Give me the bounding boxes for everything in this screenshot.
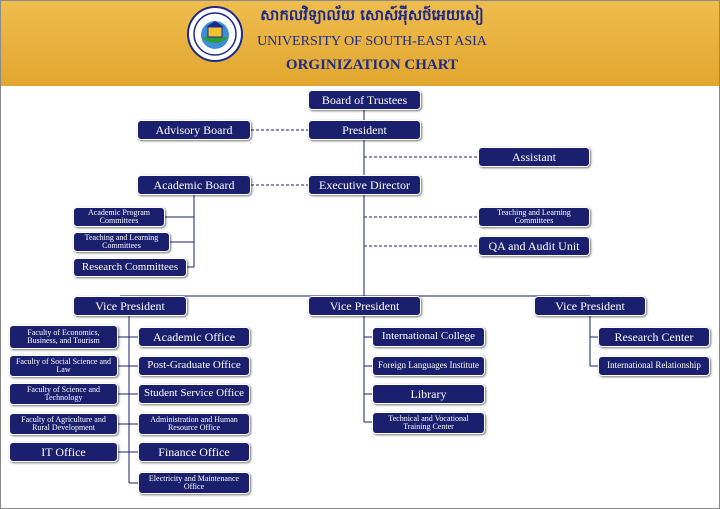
- node-executive-director: Executive Director: [308, 175, 421, 195]
- node-faculty-economics: Faculty of Economics, Business, and Tour…: [9, 325, 118, 349]
- chart-title: ORGINIZATION CHART: [285, 57, 459, 73]
- node-technical-vocational-center: Technical and Vocational Training Center: [372, 412, 485, 434]
- header-banner: [1, 1, 719, 86]
- node-electricity-maintenance-office: Electricity and Maintenance Office: [138, 472, 250, 494]
- node-faculty-social-science: Faculty of Social Science and Law: [9, 355, 118, 377]
- node-faculty-agriculture: Faculty of Agriculture and Rural Develop…: [9, 413, 118, 435]
- node-assistant: Assistant: [478, 147, 590, 167]
- university-name: UNIVERSITY OF SOUTH-EAST ASIA: [257, 34, 487, 49]
- node-international-relationship: International Relationship: [598, 356, 710, 376]
- node-vice-president-left: Vice President: [73, 296, 187, 316]
- node-research-center: Research Center: [598, 327, 710, 347]
- node-president: President: [308, 120, 421, 140]
- node-post-graduate-office: Post-Graduate Office: [138, 356, 250, 376]
- node-finance-office: Finance Office: [138, 442, 250, 462]
- node-international-college: International College: [372, 327, 485, 347]
- node-academic-office: Academic Office: [138, 327, 250, 347]
- node-qa-audit-unit: QA and Audit Unit: [478, 236, 590, 256]
- node-admin-hr-office: Administration and Human Resource Office: [138, 413, 250, 435]
- node-vice-president-right: Vice President: [534, 296, 646, 316]
- node-library: Library: [372, 384, 485, 404]
- node-foreign-languages-institute: Foreign Languages Institute: [372, 356, 485, 376]
- node-faculty-science-technology: Faculty of Science and Technology: [9, 383, 118, 405]
- university-logo: [187, 6, 243, 62]
- node-academic-board: Academic Board: [137, 175, 251, 195]
- node-advisory-board: Advisory Board: [137, 120, 251, 140]
- node-vice-president-center: Vice President: [308, 296, 421, 316]
- node-it-office: IT Office: [9, 442, 118, 462]
- node-student-service-office: Student Service Office: [138, 384, 250, 404]
- node-teaching-learning-committees-right: Teaching and Learning Committees: [478, 207, 590, 227]
- node-board-of-trustees: Board of Trustees: [308, 90, 421, 110]
- node-research-committees: Research Committees: [73, 258, 187, 277]
- khmer-university-name: សាកលវិទ្យាល័យ សោស៍អុីសថ៍អេយសៀ: [260, 6, 484, 24]
- node-teaching-learning-committees-left: Teaching and Learning Committees: [73, 232, 170, 252]
- node-academic-program-committees: Academic Program Committees: [73, 207, 165, 227]
